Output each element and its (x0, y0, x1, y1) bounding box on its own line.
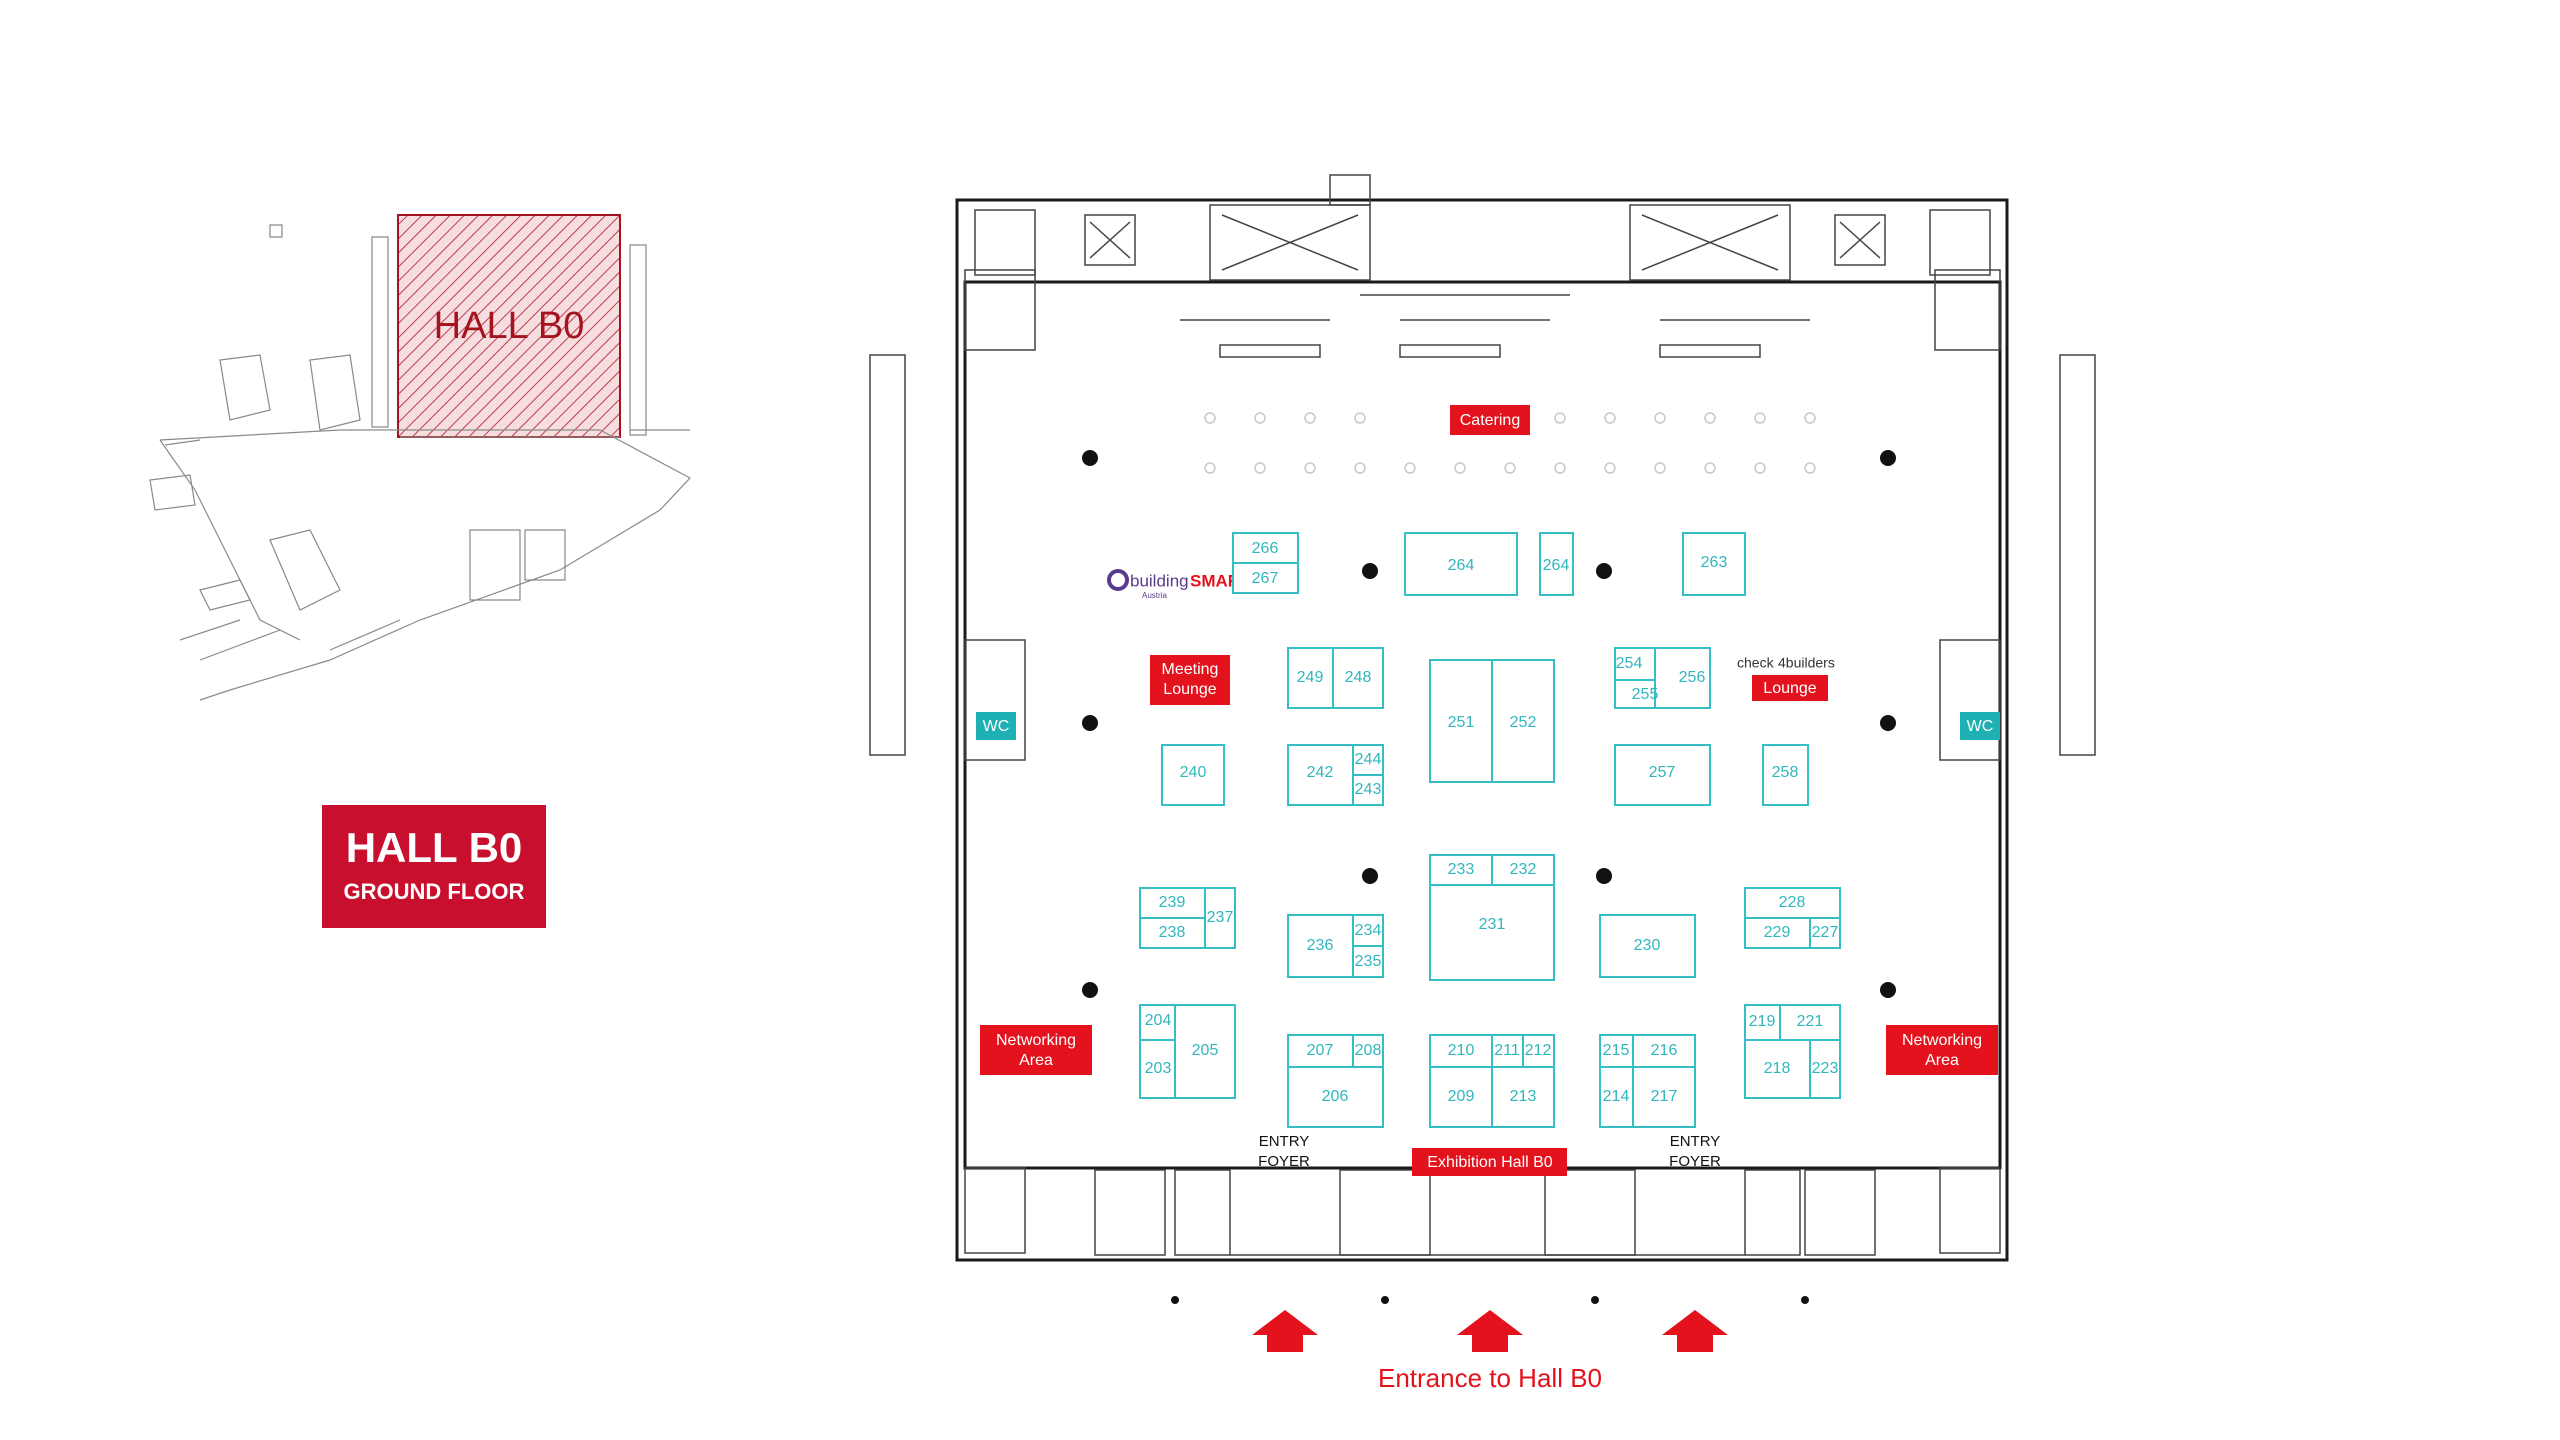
booth-256[interactable]: 256 (1679, 669, 1706, 686)
networking-right-text-1: Networking (1902, 1032, 1982, 1049)
booth-221[interactable]: 221 (1797, 1013, 1824, 1030)
booth-251[interactable]: 251 (1448, 714, 1475, 731)
entry-foyer-left: ENTRY FOYER (1258, 1133, 1310, 1170)
up-arrow-icon (1662, 1310, 1728, 1352)
up-arrow-icon (1457, 1310, 1523, 1352)
buildingsmart-logo: building SMART Austria (1107, 569, 1251, 600)
check4builders-logo: check 4builders (1737, 655, 1835, 671)
booths (1139, 532, 1841, 1128)
booth-267[interactable]: 267 (1252, 570, 1279, 587)
meeting-lounge-text-2: Lounge (1163, 681, 1216, 698)
booth-207[interactable]: 207 (1307, 1042, 1334, 1059)
catering-seating (1204, 412, 1816, 474)
buildingsmart-logo-text-a: building (1130, 571, 1189, 590)
booth-233[interactable]: 233 (1448, 861, 1475, 878)
entry-foyer-right-text-1: ENTRY (1670, 1133, 1721, 1150)
booth-236[interactable]: 236 (1307, 937, 1334, 954)
booth-248[interactable]: 248 (1345, 669, 1372, 686)
overview-map: HALL B0 (149, 214, 691, 701)
booth-240[interactable]: 240 (1180, 764, 1207, 781)
booth-237[interactable]: 237 (1207, 909, 1234, 926)
booth-208[interactable]: 208 (1355, 1042, 1382, 1059)
booth-214[interactable]: 214 (1603, 1088, 1630, 1105)
booth-228[interactable]: 228 (1779, 894, 1806, 911)
booth-254[interactable]: 254 (1616, 655, 1643, 672)
networking-area-left[interactable]: Networking Area (980, 1025, 1092, 1075)
booth-266[interactable]: 266 (1252, 540, 1279, 557)
columns (1082, 450, 1896, 1304)
booth-264-large[interactable]: 264 (1448, 557, 1475, 574)
entry-foyer-right-text-2: FOYER (1669, 1153, 1721, 1170)
networking-area-right[interactable]: Networking Area (1886, 1025, 1998, 1075)
booth-203[interactable]: 203 (1145, 1060, 1172, 1077)
booth-205[interactable]: 205 (1192, 1042, 1219, 1059)
booth-229[interactable]: 229 (1764, 924, 1791, 941)
legend-box (322, 805, 546, 928)
booth-255[interactable]: 255 (1632, 686, 1659, 703)
booth-212[interactable]: 212 (1525, 1042, 1552, 1059)
booth-219[interactable]: 219 (1749, 1013, 1776, 1030)
entry-foyer-left-text-1: ENTRY (1259, 1133, 1310, 1150)
booth-210[interactable]: 210 (1448, 1042, 1475, 1059)
wc-left-text: WC (983, 718, 1010, 735)
overview-hall-label: HALL B0 (434, 305, 585, 347)
lounge-label[interactable]: Lounge (1752, 675, 1828, 701)
check4builders-logo-text-a: check (1737, 655, 1775, 671)
booth-239[interactable]: 239 (1159, 894, 1186, 911)
booth-263[interactable]: 263 (1701, 554, 1728, 571)
catering-text: Catering (1460, 412, 1520, 429)
booth-264-small[interactable]: 264 (1543, 557, 1570, 574)
booth-258[interactable]: 258 (1772, 764, 1799, 781)
entrance-arrows (1252, 1310, 1728, 1352)
entrance-label[interactable]: Entrance to Hall B0 (1378, 1363, 1602, 1393)
entry-foyer-left-text-2: FOYER (1258, 1153, 1310, 1170)
booth-238[interactable]: 238 (1159, 924, 1186, 941)
booth-206[interactable]: 206 (1322, 1088, 1349, 1105)
booth-257[interactable]: 257 (1649, 764, 1676, 781)
booth-211[interactable]: 211 (1494, 1042, 1520, 1059)
networking-left-text-1: Networking (996, 1032, 1076, 1049)
entry-foyer-right: ENTRY FOYER (1669, 1133, 1721, 1170)
booth-204[interactable]: 204 (1145, 1012, 1172, 1029)
wc-left[interactable]: WC (976, 712, 1016, 740)
booth-230[interactable]: 230 (1634, 937, 1661, 954)
buildingsmart-logo-subtext: Austria (1142, 591, 1167, 600)
booth-243[interactable]: 243 (1355, 781, 1382, 798)
booth-215[interactable]: 215 (1603, 1042, 1630, 1059)
check4builders-logo-text-b: 4builders (1778, 655, 1835, 671)
booth-244[interactable]: 244 (1355, 751, 1382, 768)
booth-234[interactable]: 234 (1355, 922, 1382, 939)
booth-242[interactable]: 242 (1307, 764, 1334, 781)
meeting-lounge-label[interactable]: Meeting Lounge (1150, 655, 1230, 705)
booth-231[interactable]: 231 (1479, 916, 1506, 933)
booth-227[interactable]: 227 (1812, 924, 1839, 941)
legend-title: HALL B0 (346, 824, 523, 871)
booth-218[interactable]: 218 (1764, 1060, 1791, 1077)
exhibition-hall-text: Exhibition Hall B0 (1427, 1154, 1553, 1171)
booth-232[interactable]: 232 (1510, 861, 1537, 878)
booth-216[interactable]: 216 (1651, 1042, 1678, 1059)
meeting-lounge-text-1: Meeting (1162, 661, 1219, 678)
wc-right-text: WC (1967, 718, 1994, 735)
booth-223[interactable]: 223 (1812, 1060, 1839, 1077)
booth-235[interactable]: 235 (1355, 953, 1382, 970)
booth-217[interactable]: 217 (1651, 1088, 1678, 1105)
exhibition-hall-label[interactable]: Exhibition Hall B0 (1412, 1148, 1567, 1176)
catering-label[interactable]: Catering (1450, 405, 1530, 435)
booth-252[interactable]: 252 (1510, 714, 1537, 731)
legend-subtitle: GROUND FLOOR (344, 879, 525, 904)
up-arrow-icon (1252, 1310, 1318, 1352)
booth-numbers: 266 267 264 264 263 249 248 251 252 254 … (1145, 540, 1839, 1105)
booth-209[interactable]: 209 (1448, 1088, 1475, 1105)
networking-left-text-2: Area (1019, 1052, 1053, 1069)
hall-legend: HALL B0 GROUND FLOOR (322, 805, 546, 928)
booth-249[interactable]: 249 (1297, 669, 1324, 686)
overview-hall-b0-area[interactable] (397, 214, 621, 438)
booth-213[interactable]: 213 (1510, 1088, 1537, 1105)
networking-right-text-2: Area (1925, 1052, 1959, 1069)
wc-right[interactable]: WC (1960, 712, 2000, 740)
lounge-text: Lounge (1763, 680, 1816, 697)
